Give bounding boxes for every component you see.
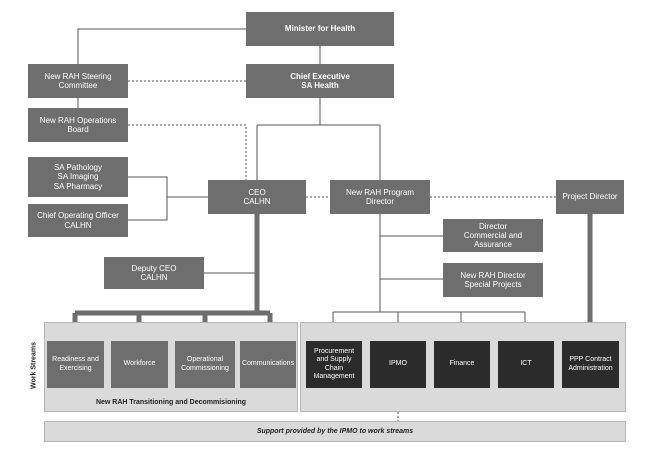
director-special-projects-node: New RAH Director Special Projects: [443, 263, 543, 297]
minister-node: Minister for Health: [246, 12, 394, 46]
coo-node: Chief Operating Officer CALHN: [28, 204, 128, 237]
support-panel: [44, 421, 626, 442]
director-commercial-node: Director Commercial and Assurance: [443, 219, 543, 252]
workstream-ppp-contract: PPP Contract Administration: [562, 341, 619, 388]
workstream-ipmo: IPMO: [370, 341, 426, 388]
workstream-procurement: Procurement and Supply Chain Management: [306, 341, 362, 388]
deputy-ceo-node: Deputy CEO CALHN: [104, 257, 204, 289]
workstream-ict: ICT: [498, 341, 554, 388]
connector-line: [77, 28, 246, 64]
steering-committee-node: New RAH Steering Committee: [28, 64, 128, 98]
project-director-node: Project Director: [556, 180, 624, 214]
workstream-finance: Finance: [434, 341, 490, 388]
operations-board-node: New RAH Operations Board: [28, 108, 128, 142]
connector-line: [128, 176, 168, 221]
chief-exec-node: Chief Executive SA Health: [246, 64, 394, 98]
workstream-communications: Communications: [240, 341, 296, 388]
workstream-workforce: Workforce: [111, 341, 168, 388]
ceo-calhn-node: CEO CALHN: [208, 180, 306, 214]
workstream-readiness: Readiness and Exercising: [47, 341, 104, 388]
dotted-connector: [128, 124, 247, 180]
support-caption: Support provided by the IPMO to work str…: [256, 428, 414, 435]
left-group-label: New RAH Transitioning and Decommisioning: [95, 399, 247, 406]
work-streams-label: Work Streams: [30, 342, 38, 389]
workstream-operational-commissioning: Operational Commissioning: [175, 341, 235, 388]
sa-services-node: SA Pathology SA Imaging SA Pharmacy: [28, 157, 128, 197]
program-director-node: New RAH Program Director: [330, 180, 430, 214]
